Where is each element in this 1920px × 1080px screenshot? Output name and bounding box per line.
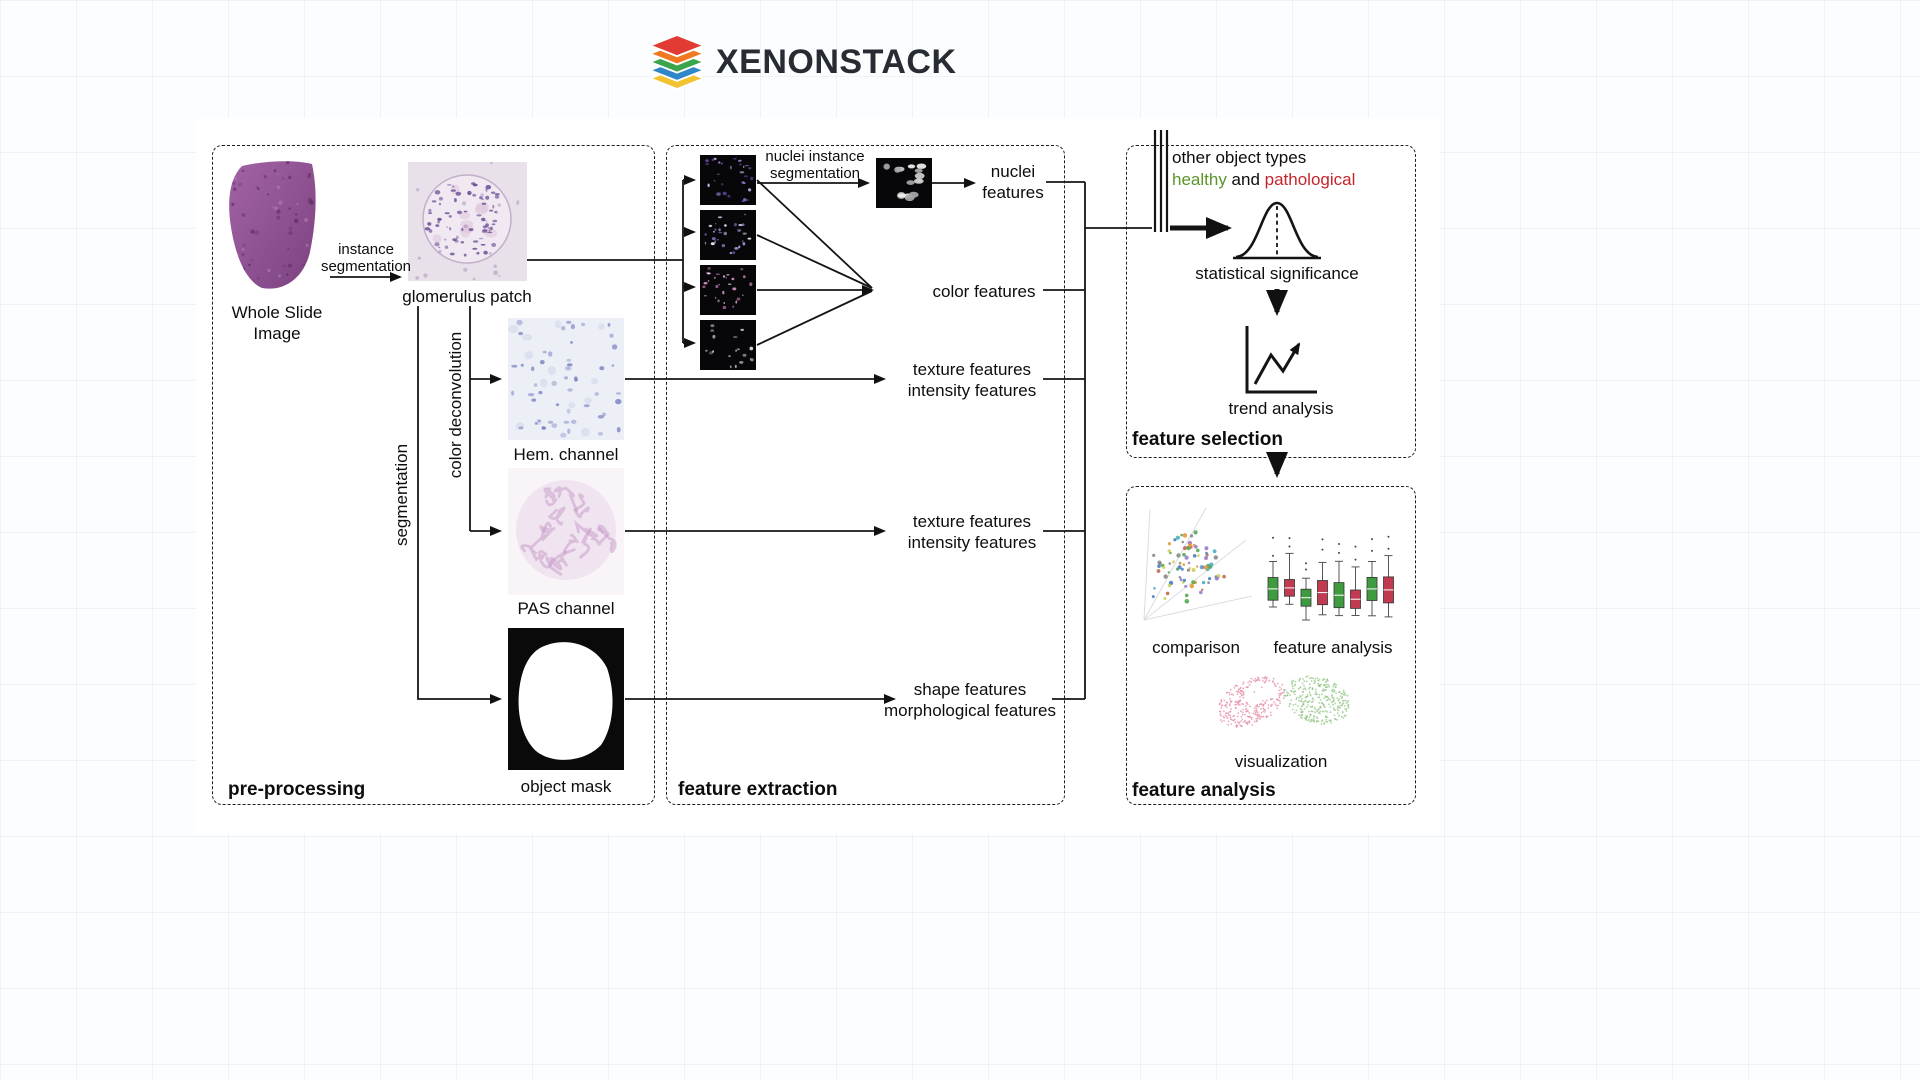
comparison-scatter-plot	[1136, 500, 1256, 632]
stain-thumbnail-2	[700, 210, 756, 260]
feature-selection-box-label: feature selection	[1132, 429, 1283, 450]
other-object-types-label: other object types	[1172, 148, 1307, 167]
feature-analysis-small-label: feature analysis	[1273, 638, 1393, 657]
pas-channel-label: PAS channel	[517, 599, 615, 618]
glomerulus-patch-label: glomerulus patch	[402, 287, 532, 306]
stain-thumbnail-4	[700, 320, 756, 370]
stain-thumbnail-3	[700, 265, 756, 315]
statistical-significance-label: statistical significance	[1195, 264, 1359, 283]
feature-analysis-box-label: feature analysis	[1132, 780, 1276, 801]
hem-channel-label: Hem. channel	[513, 445, 619, 464]
nuclei-segmentation-image	[876, 158, 932, 208]
feature-analysis-boxplot	[1262, 532, 1402, 636]
segmentation-vertical-label: segmentation	[392, 443, 411, 547]
healthy-text: healthy	[1172, 170, 1227, 189]
feature-extraction-box-label: feature extraction	[678, 779, 838, 800]
object-mask-image	[508, 628, 624, 770]
glomerulus-patch-image	[408, 162, 527, 281]
logo: XENONSTACK	[648, 34, 957, 90]
feature-analysis-box	[1126, 486, 1416, 805]
color-features-label: color features	[932, 282, 1036, 301]
pathological-text: pathological	[1264, 170, 1356, 189]
visualization-label: visualization	[1234, 752, 1328, 771]
stain-thumbnail-1	[700, 155, 756, 205]
healthy-pathological-label: healthy and pathological	[1172, 170, 1356, 189]
brand-name: XENONSTACK	[716, 42, 957, 81]
xenonstack-logo-icon	[648, 34, 706, 90]
preprocessing-box-label: pre-processing	[228, 779, 366, 800]
whole-slide-image	[222, 158, 328, 296]
comparison-label: comparison	[1152, 638, 1240, 657]
feature-extraction-box	[666, 145, 1065, 805]
visualization-pointclouds	[1205, 652, 1365, 756]
color-deconvolution-vertical-label: color deconvolution	[446, 331, 465, 479]
object-mask-label: object mask	[520, 777, 612, 796]
preprocessing-box	[212, 145, 655, 805]
trend-analysis-label: trend analysis	[1228, 399, 1334, 418]
hem-channel-image	[508, 318, 624, 440]
pas-channel-image	[508, 468, 624, 595]
